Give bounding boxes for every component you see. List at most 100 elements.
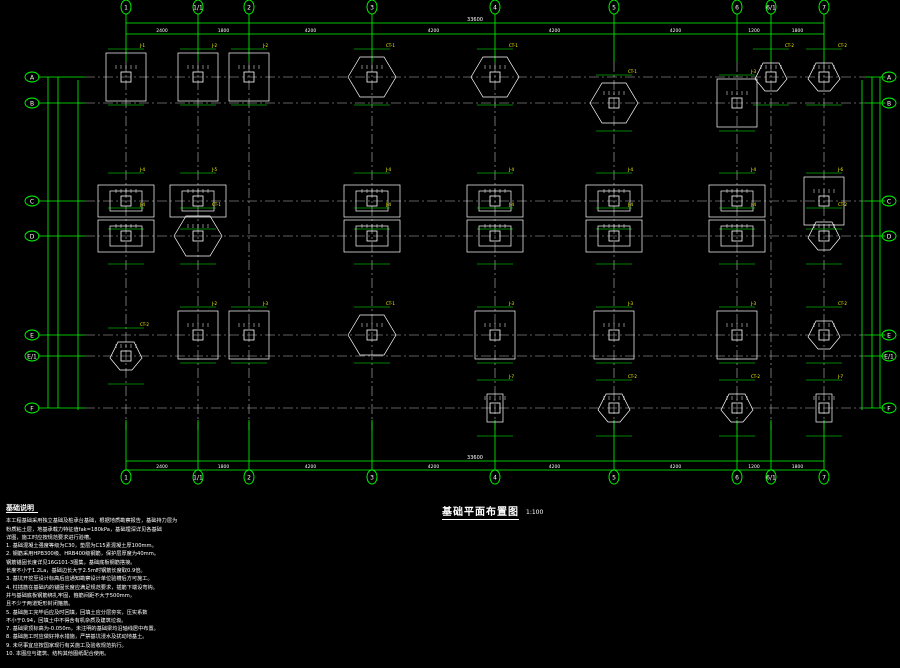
- footing-label: CT-2: [838, 202, 847, 207]
- axis-label: 6/1: [766, 5, 776, 12]
- axis-bubble: [881, 71, 897, 83]
- footing-outline: [97, 184, 155, 218]
- axis-label: 5: [612, 5, 616, 12]
- footing-label: CT-1: [509, 43, 518, 48]
- pile-cap-outline: [597, 393, 631, 423]
- footing-label: J-4: [508, 167, 514, 172]
- dimension-span: 1800: [792, 464, 804, 470]
- dimension-span: 4200: [670, 464, 682, 470]
- axis-label: 4: [493, 5, 497, 12]
- footing-outline: [585, 219, 643, 253]
- footing-label: J-7: [837, 374, 843, 379]
- note-line: 3. 基坑开挖至设计标高后应通知勘察设计单位验槽后方可施工。: [6, 576, 153, 583]
- axis-label: 1: [124, 475, 128, 482]
- axis-bubble: [120, 469, 132, 485]
- axis-bubble: [24, 230, 40, 242]
- drawing-scale: 1:100: [526, 509, 544, 516]
- dimension-span: 4200: [549, 28, 561, 34]
- axis-label: 6: [735, 5, 739, 12]
- notes-lines: 本工程基础采用独立基础及桩承台基础，根据地质勘察报告，基础持力层为粉质粘土层，地…: [6, 517, 177, 658]
- column-outline: [192, 230, 204, 242]
- column-outline: [192, 329, 204, 341]
- axis-bubble: [608, 0, 620, 15]
- footing-label: CT-1: [212, 202, 221, 207]
- footing-wide: J-4: [585, 167, 643, 230]
- column-outline: [608, 195, 620, 207]
- footing-wide: J-4: [585, 202, 643, 265]
- footing-label: J-4: [750, 202, 756, 207]
- footing-rect: J-2: [177, 43, 219, 106]
- axis-label: F: [887, 406, 891, 413]
- axis-bubble: [765, 469, 777, 485]
- footing-label: J-2: [211, 43, 217, 48]
- pile-cap-outline: [347, 56, 397, 98]
- axis-bubble: [818, 469, 830, 485]
- axis-label: 2: [247, 5, 251, 12]
- column-outline: [489, 402, 501, 414]
- footing-tri: CT-2: [108, 322, 149, 385]
- footing-label: CT-2: [785, 43, 794, 48]
- footing-tri: CT-2: [806, 301, 847, 364]
- footing-tri: CT-2: [806, 43, 847, 106]
- axis-bubble: [765, 0, 777, 15]
- axis-bubble: [731, 469, 743, 485]
- footing-rect: J-3: [474, 301, 516, 364]
- pile-cap-outline: [807, 221, 841, 251]
- note-line: 并与基础底板钢筋绑扎牢固，箍筋间距不大于500mm，: [6, 592, 135, 599]
- footing-label: J-3: [262, 301, 268, 306]
- footing-outline: [169, 184, 227, 218]
- footing-hex: CT-1: [470, 43, 520, 106]
- axis-label: D: [30, 234, 35, 241]
- footing-label: J-4: [139, 167, 145, 172]
- note-line: 5. 基础施工完毕后应及时回填，回填土应分层夯实，压实系数: [6, 609, 148, 616]
- axis-label: A: [30, 75, 35, 82]
- footing-small: J-7: [477, 374, 514, 437]
- dimension-span: 2400: [156, 464, 168, 470]
- column-outline: [366, 195, 378, 207]
- footing-tri: CT-2: [806, 202, 847, 265]
- column-outline: [489, 71, 501, 83]
- axis-bubble: [24, 97, 40, 109]
- footing-outline: [105, 52, 147, 102]
- axis-bubble: [881, 350, 897, 362]
- dimension-span: 2400: [156, 28, 168, 34]
- pile-cap-outline: [109, 341, 143, 371]
- column-outline: [192, 195, 204, 207]
- axis-bubble: [192, 0, 204, 15]
- column-outline: [608, 97, 620, 109]
- column-outline: [120, 230, 132, 242]
- footing-outline: [474, 310, 516, 360]
- footing-label: J-4: [750, 167, 756, 172]
- footing-label: J-4: [627, 167, 633, 172]
- footing-outline: [343, 219, 401, 253]
- axis-bubble: [489, 0, 501, 15]
- footing-hex: CT-1: [173, 202, 223, 265]
- dimension-span: 4200: [305, 464, 317, 470]
- note-line: 且不少于两道矩形封闭箍筋。: [6, 601, 74, 608]
- footing-label: CT-1: [628, 69, 637, 74]
- column-outline: [489, 230, 501, 242]
- pile-cap-outline: [470, 56, 520, 98]
- axis-bubble: [192, 469, 204, 485]
- axis-label: 3: [370, 5, 374, 12]
- pile-cap-outline: [347, 314, 397, 356]
- notes-heading: 基础说明: [6, 504, 38, 514]
- axis-bubble: [24, 195, 40, 207]
- column-outline: [731, 97, 743, 109]
- footing-label: J-4: [385, 167, 391, 172]
- footing-rect: J-3: [716, 301, 758, 364]
- footing-wide: J-4: [708, 167, 766, 230]
- axis-label: 1/1: [193, 5, 203, 12]
- dimension-span: 4200: [428, 28, 440, 34]
- axis-bubble: [243, 0, 255, 15]
- note-line: 详图，施工时应按规范要求进行验槽。: [6, 534, 95, 541]
- axis-bubble: [881, 97, 897, 109]
- column-outline: [608, 402, 620, 414]
- drawing-title: 基础平面布置图: [442, 503, 519, 520]
- axis-label: C: [30, 199, 34, 206]
- footing-wide: J-4: [466, 202, 524, 265]
- footing-wide: J-4: [343, 167, 401, 230]
- axis-bubble: [881, 402, 897, 414]
